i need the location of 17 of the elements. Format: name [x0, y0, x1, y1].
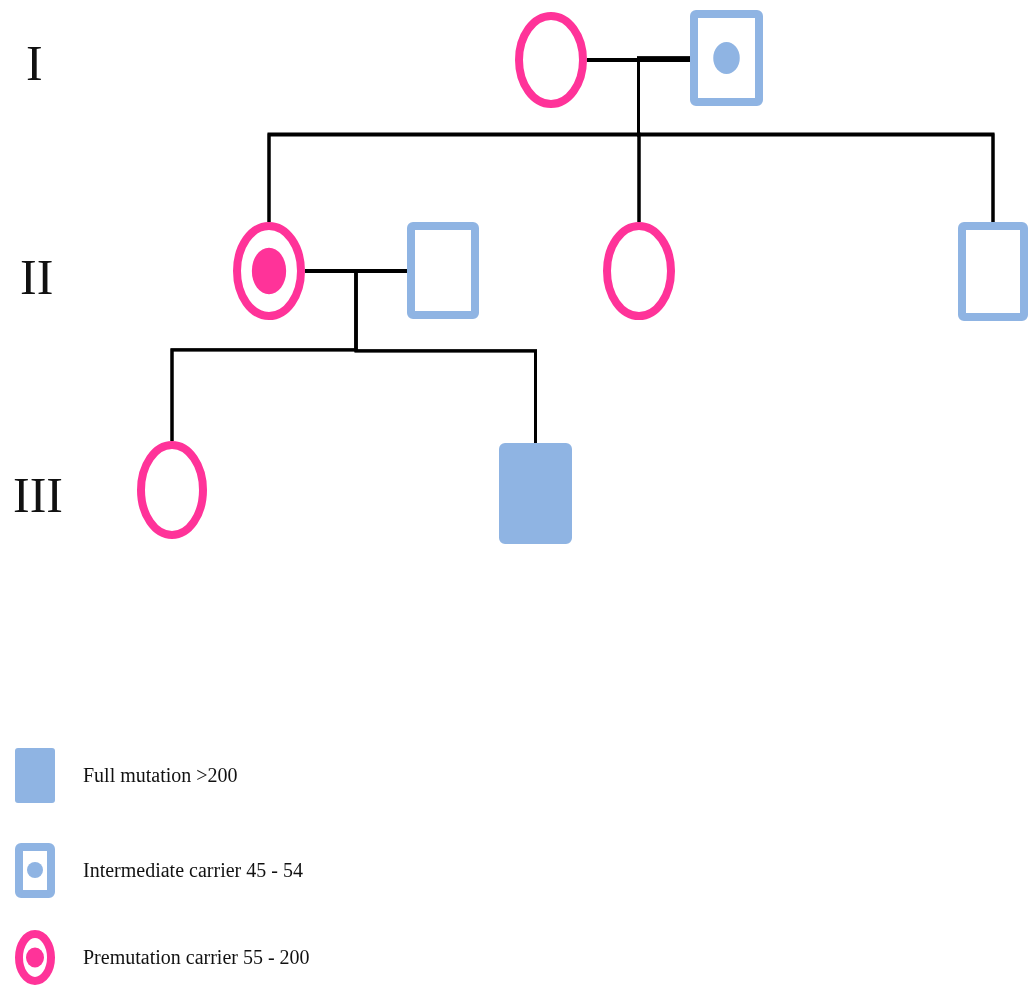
legend-label: Premutation carrier 55 - 200 [83, 946, 310, 969]
female-symbol [515, 12, 587, 108]
generation-label: I [26, 38, 43, 88]
male-symbol [499, 443, 572, 544]
female-symbol [137, 441, 207, 539]
marriage-line [305, 269, 407, 273]
legend-label: Full mutation >200 [83, 764, 238, 787]
male-symbol [407, 222, 479, 319]
descent-line [354, 269, 537, 443]
female-symbol [233, 222, 305, 320]
generation-label: II [20, 252, 54, 302]
marriage-line [587, 58, 690, 62]
male-symbol [958, 222, 1028, 321]
generation-label: III [13, 470, 63, 520]
female-symbol [603, 222, 675, 320]
legend-label: Intermediate carrier 45 - 54 [83, 859, 303, 882]
male-symbol [690, 10, 763, 106]
